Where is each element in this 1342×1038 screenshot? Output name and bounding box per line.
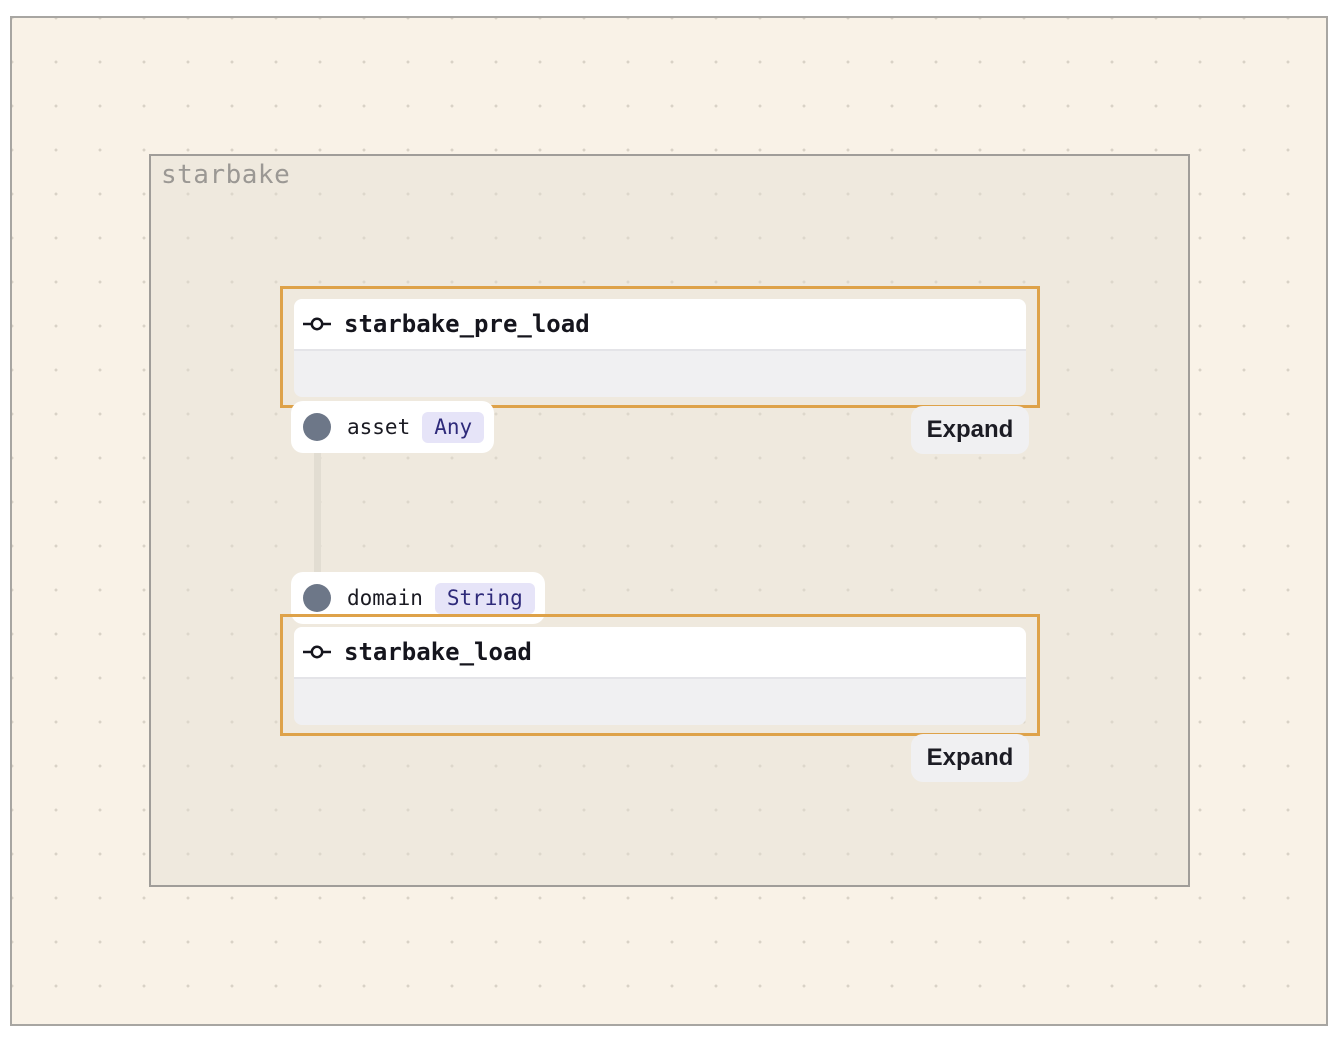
input-port-dot[interactable] — [303, 584, 331, 612]
op-node-starbake-pre-load[interactable]: starbake_pre_load — [280, 286, 1040, 408]
op-icon — [302, 642, 332, 662]
op-header: starbake_pre_load — [294, 299, 1026, 351]
op-header: starbake_load — [294, 627, 1026, 679]
op-node-starbake-load[interactable]: starbake_load — [280, 614, 1040, 736]
output-type-badge: Any — [422, 411, 485, 443]
asset-domain-edge[interactable] — [314, 444, 321, 592]
op-title: starbake_pre_load — [344, 310, 590, 338]
graph-canvas[interactable]: starbake starbake_pre_load — [10, 16, 1328, 1026]
input-type-badge: String — [434, 582, 535, 614]
op-title: starbake_load — [344, 638, 532, 666]
output-name: asset — [347, 415, 411, 439]
op-card: starbake_load — [294, 627, 1026, 725]
group-label: starbake — [161, 160, 291, 190]
input-domain[interactable]: domain String — [291, 572, 545, 624]
output-asset[interactable]: asset Any — [291, 401, 495, 453]
input-name: domain — [347, 586, 423, 610]
op-icon — [302, 314, 332, 334]
group-container[interactable]: starbake starbake_pre_load — [149, 154, 1190, 887]
op-card: starbake_pre_load — [294, 299, 1026, 397]
expand-button[interactable]: Expand — [911, 406, 1029, 454]
expand-button[interactable]: Expand — [911, 734, 1029, 782]
output-port-dot[interactable] — [303, 413, 331, 441]
